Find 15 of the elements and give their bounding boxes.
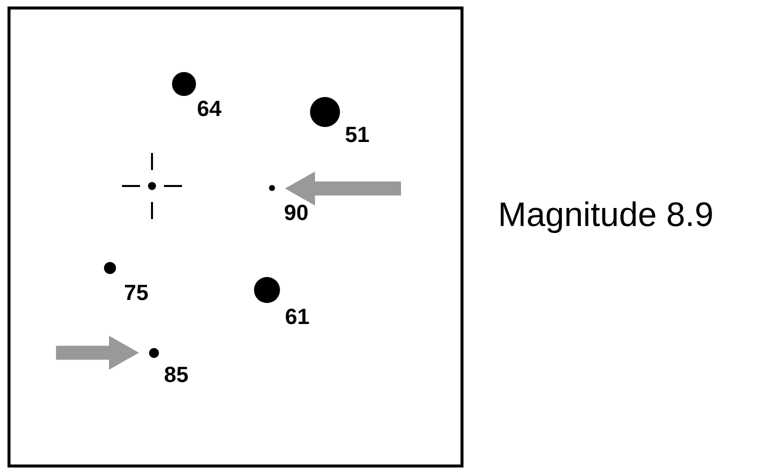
magnitude-label: 75 (124, 282, 148, 304)
star-dot (310, 97, 340, 127)
magnitude-label: 90 (284, 202, 308, 224)
star-dot (172, 72, 196, 96)
arrow (56, 336, 139, 370)
magnitude-label: 61 (285, 306, 310, 328)
star-dot (149, 348, 159, 358)
magnitude-caption: Magnitude 8.9 (498, 196, 714, 235)
magnitude-label: 51 (345, 124, 370, 146)
magnitude-label: 64 (197, 98, 222, 120)
star-dot (269, 185, 275, 191)
star-dot (254, 277, 280, 303)
star-dot (104, 262, 116, 274)
magnitude-label: 85 (164, 364, 188, 386)
arrow (285, 172, 401, 206)
